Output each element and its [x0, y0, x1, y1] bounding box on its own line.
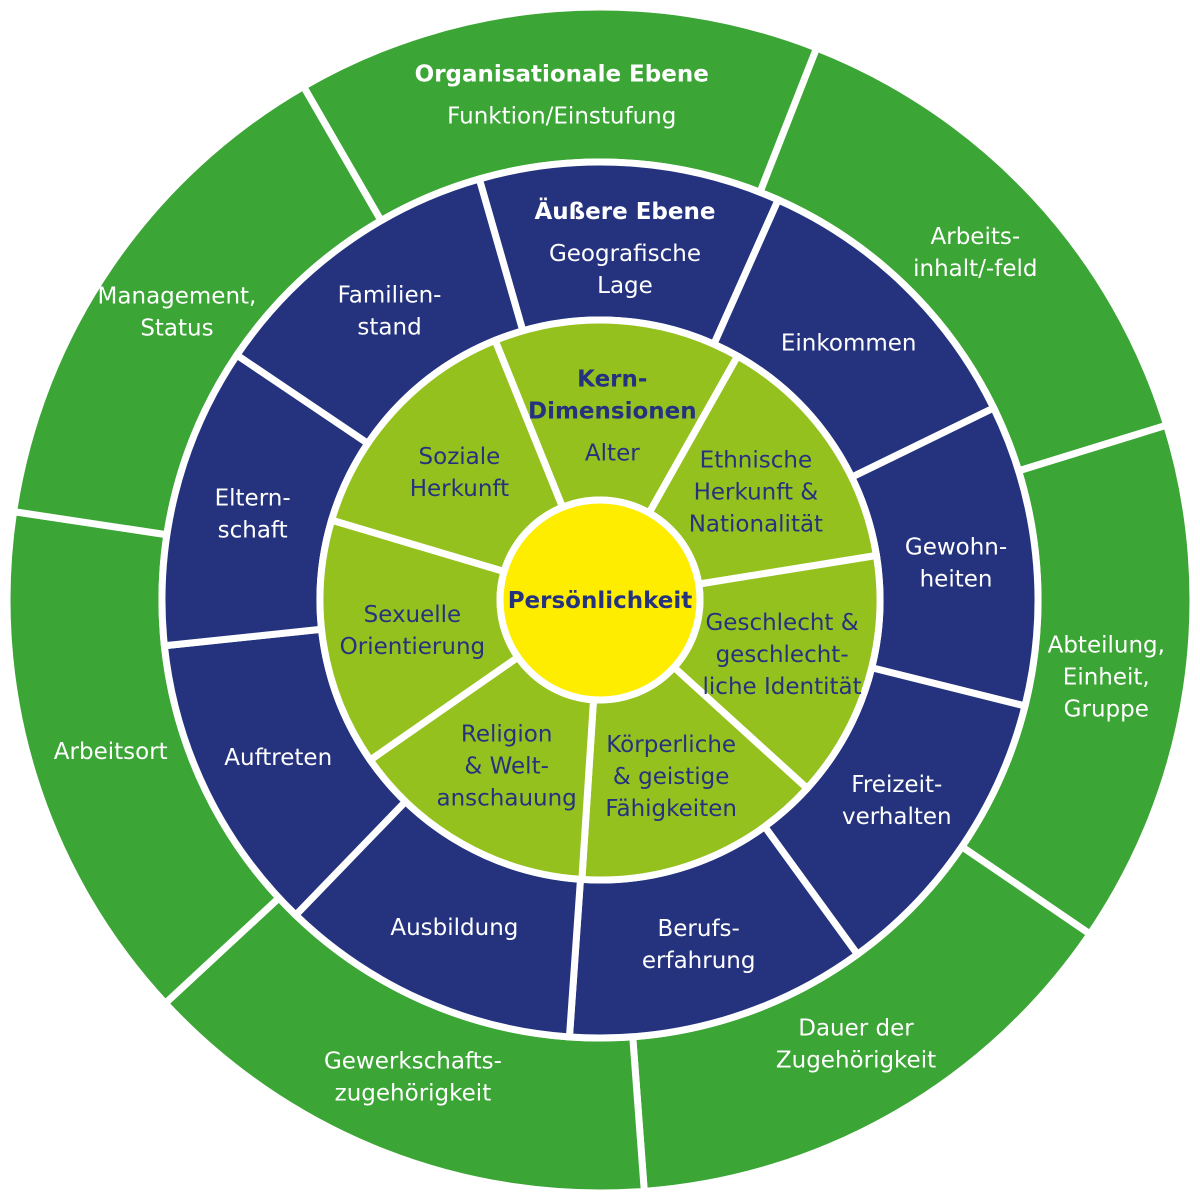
inner-ring-label-line: Geschlecht & [705, 610, 858, 636]
middle-ring-label: Einkommen [781, 330, 917, 356]
outer-ring-label-line: zugehörigkeit [335, 1081, 492, 1107]
middle-ring-label-line: Berufs- [658, 916, 740, 942]
center [496, 496, 704, 704]
inner-ring-label-line: Herkunft [410, 476, 509, 502]
inner-ring-label-line: & geistige [613, 764, 730, 790]
outer-ring [3, 3, 1197, 1197]
inner-ring-label: Geschlecht & geschlecht-liche Identität [703, 610, 862, 700]
middle-ring-label: Auftreten [224, 745, 332, 771]
inner-ring-label-line: Herkunft & [694, 479, 819, 505]
inner-ring-label-line: Kern- [577, 366, 647, 392]
inner-ring-label-line: liche Identität [703, 674, 862, 700]
inner-ring-label-line: Ethnische [700, 447, 812, 473]
inner-ring-label-line: Orientierung [340, 634, 485, 660]
inner-ring-label-line: Soziale [419, 444, 501, 470]
outer-ring-label-line: Funktion/Einstufung [447, 103, 676, 129]
middle-ring-label-line: Einkommen [781, 330, 917, 356]
outer-ring-label: Management, Status [98, 284, 257, 342]
inner-ring-label-line: Alter [585, 440, 640, 466]
outer-ring-label-line: Einheit, [1063, 664, 1150, 690]
outer-ring-label-line: Status [140, 316, 213, 342]
middle-ring-label-line: Ausbildung [390, 915, 518, 941]
outer-ring-label: Abteilung, Einheit, Gruppe [1048, 632, 1165, 722]
middle-ring-label-line: verhalten [842, 804, 952, 830]
middle-ring-label: Familien-stand [338, 282, 442, 340]
outer-ring-label-line: inhalt/-feld [913, 256, 1037, 282]
inner-ring-label-line: geschlecht- [716, 642, 849, 668]
middle-ring-label-line: Äußere Ebene [534, 197, 715, 225]
inner-ring-label-line: Fähigkeiten [605, 796, 737, 822]
middle-ring-label: Freizeit-verhalten [842, 772, 952, 830]
center-label: Persönlichkeit [508, 588, 693, 614]
middle-ring-label-line: Geografische [549, 241, 701, 267]
outer-ring-label-line: Gruppe [1064, 696, 1149, 722]
middle-ring-label-line: heiten [920, 567, 993, 593]
outer-ring-label-line: Arbeits- [931, 224, 1021, 250]
outer-ring-label-line: Gewerkschafts- [324, 1049, 502, 1075]
outer-ring-label-line: Management, [98, 284, 257, 310]
inner-ring-label-line: Nationalität [689, 511, 823, 537]
outer-ring-label-line: Zugehörigkeit [776, 1047, 936, 1073]
outer-ring-label-line: Dauer der [798, 1015, 914, 1041]
middle-ring-label-line: Lage [597, 273, 653, 299]
outer-ring-label: Gewerkschafts-zugehörigkeit [324, 1049, 502, 1107]
middle-ring-label: Berufs-erfahrung [642, 916, 756, 974]
middle-ring-label-line: Auftreten [224, 745, 332, 771]
inner-ring-label-line: anschauung [436, 785, 576, 811]
middle-ring-label-line: Gewohn- [905, 535, 1007, 561]
outer-ring-label-line: Organisationale Ebene [415, 61, 709, 87]
outer-ring-label: Arbeits-inhalt/-feld [913, 224, 1037, 282]
middle-ring-label-line: schaft [218, 517, 288, 543]
outer-ring-label-line: Abteilung, [1048, 632, 1165, 658]
middle-ring-label-line: stand [357, 314, 421, 340]
middle-ring-label: Ausbildung [390, 915, 518, 941]
middle-ring-label-line: Freizeit- [851, 772, 942, 798]
inner-ring-label-line: & Welt- [464, 753, 549, 779]
outer-ring-label: Arbeitsort [54, 739, 168, 765]
inner-ring-label-line: Sexuelle [364, 602, 462, 628]
middle-ring-label-line: erfahrung [642, 948, 756, 974]
outer-ring-label-line: Arbeitsort [54, 739, 168, 765]
center-circle [496, 496, 704, 704]
inner-ring-label-line: Körperliche [606, 732, 736, 758]
middle-ring-label: Gewohn-heiten [905, 535, 1007, 593]
middle-ring-label: Eltern-schaft [215, 485, 291, 543]
inner-ring-label: Religion & Welt-anschauung [436, 721, 576, 811]
inner-ring-label-line: Dimensionen [528, 398, 697, 424]
middle-ring-label-line: Eltern- [215, 485, 291, 511]
inner-ring-label-line: Religion [461, 721, 553, 747]
middle-ring-label-line: Familien- [338, 282, 442, 308]
